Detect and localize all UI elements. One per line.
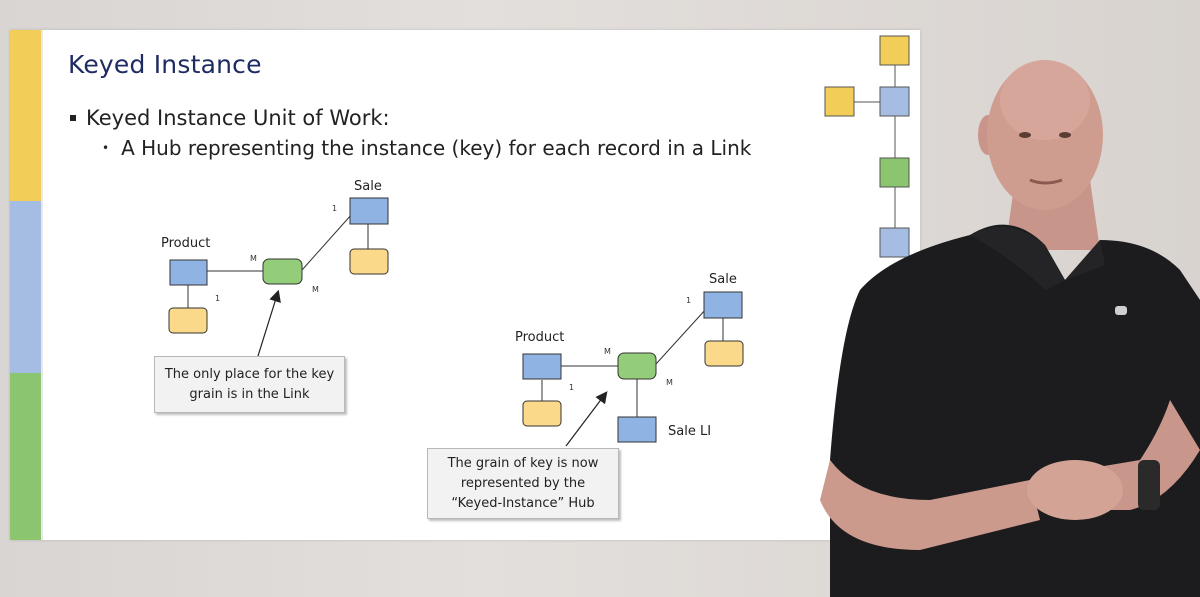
callout-text: grain is in the Link (189, 386, 310, 402)
callout-text: represented by the (460, 475, 586, 491)
product-label: Product (515, 330, 564, 345)
sub-bullet-text: A Hub representing the instance (key) fo… (121, 136, 752, 160)
connector-line (301, 213, 353, 271)
decor-yellow-square (824, 86, 855, 117)
accent-stripe-green (10, 373, 41, 540)
callout-link-grain: The only place for the key grain is in t… (154, 356, 345, 413)
cardinality-label: 1 (332, 204, 337, 213)
presenter-eye (1059, 132, 1071, 138)
callout-text: “Keyed-Instance” Hub (451, 495, 595, 511)
hub-sale (703, 291, 743, 319)
sub-bullet-item: • A Hub representing the instance (key) … (102, 136, 751, 160)
bullet-text: Keyed Instance Unit of Work: (86, 106, 390, 130)
hub-product (522, 353, 562, 380)
bullet-item: Keyed Instance Unit of Work: (70, 106, 390, 130)
slide: Keyed Instance Keyed Instance Unit of Wo… (10, 30, 920, 540)
shirt-logo-icon (1115, 306, 1127, 315)
presenter-eye (1019, 132, 1031, 138)
sale-label: Sale (709, 272, 737, 287)
decor-blue-square (879, 227, 910, 258)
callout-text: The grain of key is now (447, 455, 599, 471)
accent-stripe-yellow (10, 30, 41, 201)
callout-text: The only place for the key (164, 366, 335, 382)
sale-label: Sale (354, 179, 382, 194)
presenter-arm (820, 460, 1040, 550)
cardinality-label: M (666, 378, 673, 387)
cardinality-label: 1 (569, 383, 574, 392)
presenter-mouth (1029, 178, 1063, 185)
satellite-product (522, 400, 562, 427)
hub-sale-li (617, 416, 657, 443)
link-box (262, 258, 303, 285)
accent-stripe-blue (10, 201, 41, 373)
hub-sale (349, 197, 389, 225)
callout-keyed-instance: The grain of key is now represented by t… (427, 448, 619, 519)
data-vault-diagram: Product Sale M 1 1 M Product Sale Sale L… (161, 35, 910, 447)
presenter-collar (1065, 240, 1105, 280)
cardinality-label: M (250, 254, 257, 263)
presenter-video (820, 60, 1200, 597)
connector-line (655, 308, 707, 365)
decor-blue-square (879, 86, 910, 117)
callout-arrow (257, 289, 281, 357)
decor-green-square (879, 157, 910, 188)
link-box (617, 352, 657, 380)
hub-product (169, 259, 208, 286)
decor-yellow-square (879, 35, 910, 66)
cardinality-label: 1 (215, 294, 220, 303)
product-label: Product (161, 236, 210, 251)
cardinality-label: M (604, 347, 611, 356)
watch-icon (1138, 460, 1160, 510)
presenter-hands (1027, 460, 1123, 520)
square-bullet-icon (70, 115, 76, 121)
callout-arrow (565, 391, 608, 447)
satellite-sale (349, 248, 389, 275)
cardinality-label: 1 (686, 296, 691, 305)
satellite-sale (704, 340, 744, 367)
presenter-collar (970, 227, 1065, 290)
dot-bullet-icon: • (102, 141, 110, 155)
cardinality-label: M (312, 285, 319, 294)
stripe-divider (41, 30, 43, 540)
sale-li-label: Sale LI (668, 424, 711, 439)
satellite-product (168, 307, 208, 334)
presenter-head-highlight (1000, 60, 1090, 140)
slide-title: Keyed Instance (68, 50, 262, 79)
